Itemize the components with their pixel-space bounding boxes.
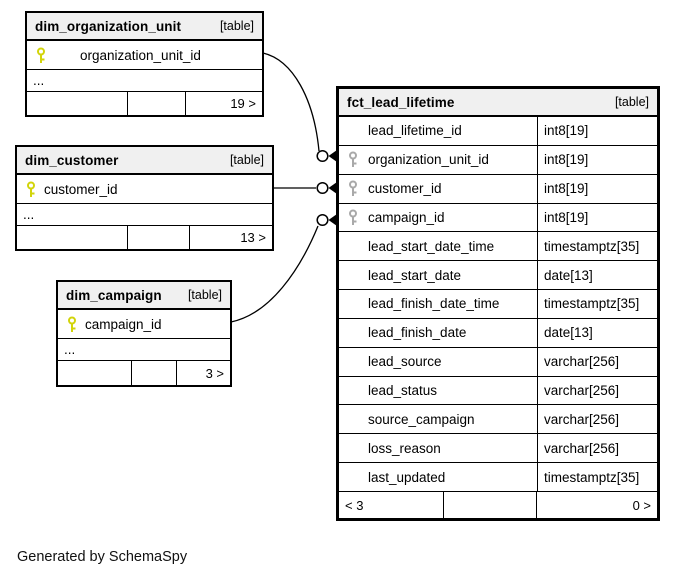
column-name: lead_status (368, 383, 438, 399)
ellipsis-label: ... (23, 207, 35, 222)
table-type-tag: [table] (219, 19, 254, 33)
primary-key-row: campaign_id (58, 310, 230, 339)
column-type: date[13] (537, 318, 657, 347)
table-dim-organization-unit[interactable]: dim_organization_unit [table] organizati… (25, 11, 264, 117)
relationship-connector-organization-unit (262, 52, 320, 152)
collapsed-columns-row: ... (27, 70, 262, 92)
column-type: varchar[256] (537, 347, 657, 376)
foreign-key-icon (347, 151, 360, 168)
column-row: lead_source varchar[256] (339, 347, 657, 377)
column-row: campaign_id int8[19] (339, 203, 657, 233)
column-name: source_campaign (368, 411, 475, 427)
primary-key-icon (35, 47, 47, 64)
table-name: dim_organization_unit (35, 18, 182, 34)
stats-row: 19 > (27, 92, 262, 115)
stats-cell (17, 226, 127, 249)
column-type: varchar[256] (537, 434, 657, 463)
primary-key-icon (25, 181, 37, 198)
stats-cell (27, 92, 127, 115)
column-name: lead_finish_date (368, 325, 467, 341)
column-type: int8[19] (537, 145, 657, 174)
children-count: 0 > (536, 492, 657, 518)
ellipsis-label: ... (33, 73, 45, 88)
column-type: int8[19] (537, 174, 657, 203)
table-dim-customer[interactable]: dim_customer [table] customer_id ... 13 … (15, 145, 274, 251)
column-row: lead_lifetime_id int8[19] (339, 117, 657, 146)
column-type: int8[19] (537, 117, 657, 145)
collapsed-columns-row: ... (17, 204, 272, 226)
column-row: lead_finish_date date[13] (339, 318, 657, 348)
column-name: customer_id (368, 181, 442, 197)
table-name: fct_lead_lifetime (347, 94, 455, 110)
column-type: timestamptz[35] (537, 232, 657, 261)
zero-or-one-endpoint-icon (316, 181, 329, 195)
table-fct-lead-lifetime[interactable]: fct_lead_lifetime [table] lead_lifetime_… (336, 86, 660, 521)
column-type: timestamptz[35] (537, 463, 657, 491)
column-row: lead_start_date_time timestamptz[35] (339, 232, 657, 262)
primary-key-row: organization_unit_id (27, 41, 262, 70)
table-header: dim_campaign [table] (58, 282, 230, 310)
primary-key-icon (66, 316, 78, 333)
column-name: lead_finish_date_time (368, 296, 500, 312)
stats-row: 13 > (17, 226, 272, 249)
column-name: last_updated (368, 469, 446, 485)
ellipsis-label: ... (64, 342, 76, 357)
column-row: source_campaign varchar[256] (339, 405, 657, 435)
column-name: organization_unit_id (80, 47, 201, 63)
column-name: customer_id (44, 181, 118, 197)
stats-cell (131, 361, 176, 385)
column-name: lead_start_date (368, 267, 462, 283)
column-type: varchar[256] (537, 405, 657, 434)
foreign-key-icon (347, 209, 360, 226)
column-name: lead_start_date_time (368, 238, 495, 254)
column-type: timestamptz[35] (537, 290, 657, 318)
table-dim-campaign[interactable]: dim_campaign [table] campaign_id ... 3 > (56, 280, 232, 387)
parents-count: < 3 (345, 497, 364, 513)
table-header: dim_organization_unit [table] (27, 13, 262, 41)
zero-or-one-endpoint-icon (316, 213, 329, 227)
zero-or-one-endpoint-icon (316, 149, 329, 163)
table-type-tag: [table] (229, 153, 264, 167)
column-row: lead_start_date date[13] (339, 261, 657, 291)
column-type: varchar[256] (537, 376, 657, 405)
column-name: loss_reason (368, 440, 441, 456)
column-name: organization_unit_id (368, 152, 489, 168)
stats-cell (443, 492, 536, 518)
column-type: date[13] (537, 261, 657, 290)
primary-key-row: customer_id (17, 175, 272, 204)
table-type-tag: [table] (187, 288, 222, 302)
stats-cell (58, 361, 131, 385)
children-count: 3 > (176, 361, 230, 385)
column-row: lead_status varchar[256] (339, 376, 657, 406)
stats-row: < 3 0 > (339, 492, 657, 518)
column-name: campaign_id (368, 209, 445, 225)
foreign-key-icon (347, 180, 360, 197)
column-row: loss_reason varchar[256] (339, 434, 657, 464)
column-type: int8[19] (537, 203, 657, 232)
column-name: lead_lifetime_id (368, 123, 462, 139)
column-name: lead_source (368, 354, 442, 370)
column-row: last_updated timestamptz[35] (339, 463, 657, 492)
column-row: lead_finish_date_time timestamptz[35] (339, 290, 657, 319)
column-list: lead_lifetime_id int8[19] organization_u… (339, 117, 657, 492)
generated-by-note: Generated by SchemaSpy (17, 549, 188, 565)
column-row: customer_id int8[19] (339, 174, 657, 204)
column-name: campaign_id (85, 316, 162, 332)
table-type-tag: [table] (614, 95, 649, 109)
children-count: 13 > (189, 226, 272, 249)
table-header: dim_customer [table] (17, 147, 272, 175)
stats-row: 3 > (58, 361, 230, 385)
table-name: dim_customer (25, 152, 119, 168)
table-header: fct_lead_lifetime [table] (339, 89, 657, 117)
collapsed-columns-row: ... (58, 339, 230, 361)
children-count: 19 > (185, 92, 262, 115)
stats-cell (127, 92, 185, 115)
table-name: dim_campaign (66, 287, 162, 303)
stats-cell (127, 226, 189, 249)
column-row: organization_unit_id int8[19] (339, 145, 657, 175)
